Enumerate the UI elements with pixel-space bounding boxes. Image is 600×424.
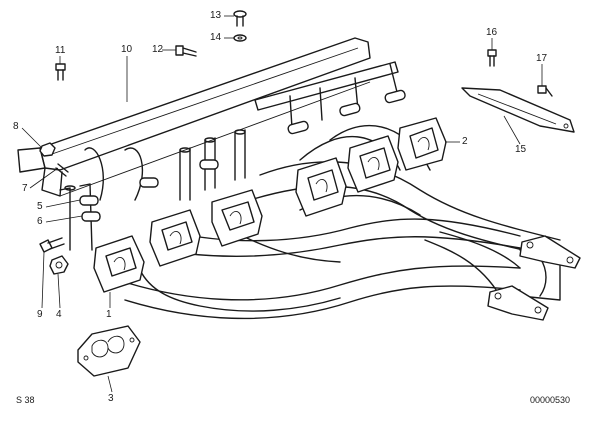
gasket xyxy=(77,325,141,377)
callout-13: 13 xyxy=(210,10,222,21)
flange-cyl-5 xyxy=(347,135,399,193)
outlet-flanges xyxy=(487,235,581,321)
flange-cyl-2 xyxy=(149,209,201,267)
support-rail xyxy=(254,61,406,135)
callout-7: 7 xyxy=(22,183,28,194)
flange-cyl-6 xyxy=(397,117,447,171)
bolt-16 xyxy=(487,49,497,67)
flange-cyl-1 xyxy=(93,235,145,293)
callout-2: 2 xyxy=(462,136,468,147)
callout-9: 9 xyxy=(37,309,43,320)
callout-12: 12 xyxy=(152,44,164,55)
washer-14 xyxy=(233,34,247,42)
callout-5: 5 xyxy=(37,201,43,212)
callout-1: 1 xyxy=(106,309,112,320)
flange-cyl-4 xyxy=(295,157,347,217)
callout-11: 11 xyxy=(55,45,66,56)
footer-code-right: 00000530 xyxy=(530,395,571,405)
cylinder-flanges xyxy=(93,117,447,293)
stud-7 xyxy=(55,163,69,177)
pipe-tubes xyxy=(59,129,246,251)
bolt-17 xyxy=(537,85,553,97)
callout-8: 8 xyxy=(13,121,19,132)
callout-17: 17 xyxy=(536,53,548,64)
callout-15: 15 xyxy=(515,144,527,155)
callout-16: 16 xyxy=(486,27,498,38)
bracket xyxy=(461,87,575,133)
callout-14: 14 xyxy=(210,32,222,43)
nut-8 xyxy=(39,142,56,157)
callout-10: 10 xyxy=(121,44,133,55)
callout-4: 4 xyxy=(56,309,62,320)
bolt-12 xyxy=(175,45,197,57)
callout-3: 3 xyxy=(108,393,114,404)
bolt-11 xyxy=(55,63,66,81)
nut-4 xyxy=(49,255,69,275)
footer-code-left: S 38 xyxy=(16,395,35,405)
leader-lines xyxy=(21,15,543,393)
bolt-13 xyxy=(233,10,247,27)
flange-cyl-3 xyxy=(211,189,263,247)
hardware xyxy=(39,10,553,275)
callout-6: 6 xyxy=(37,216,43,227)
bolt-9 xyxy=(39,237,65,253)
